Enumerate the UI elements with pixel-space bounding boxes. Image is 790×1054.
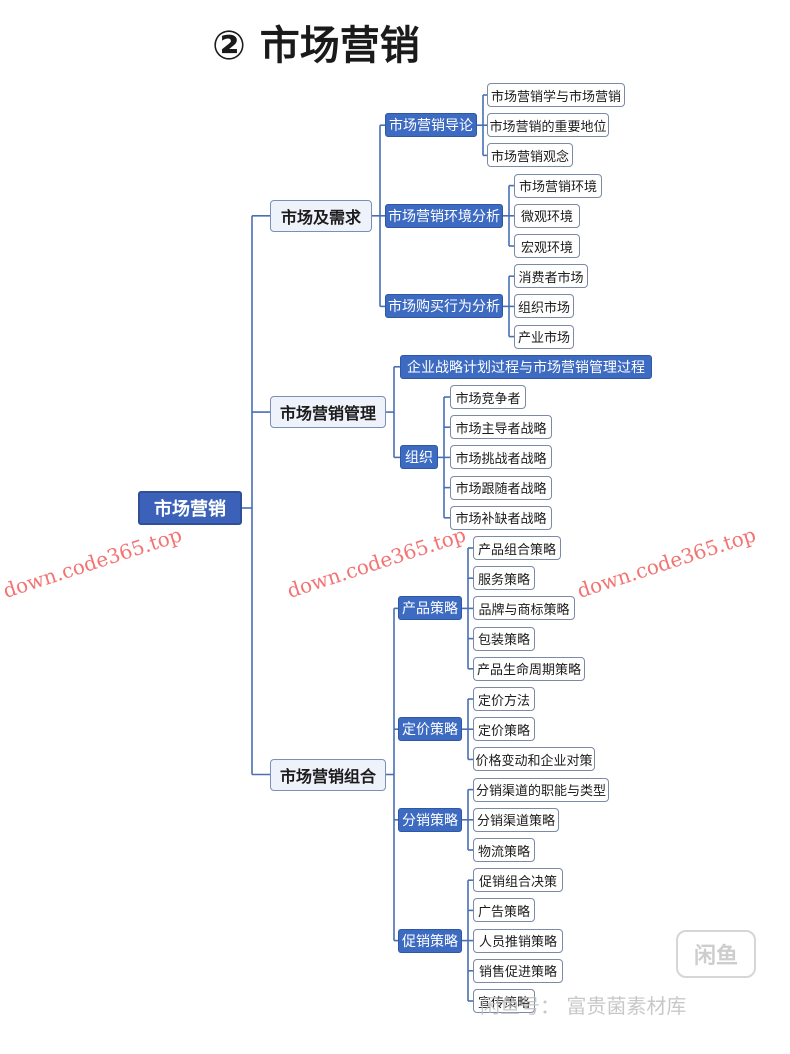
leaf-node: 市场营销的重要地位 [487, 113, 609, 138]
leaf-node: 市场主导者战略 [450, 415, 552, 440]
leaf-node: 微观环境 [514, 203, 580, 228]
leaf-node: 市场营销观念 [487, 143, 573, 168]
leaf-node: 销售促进策略 [473, 958, 563, 983]
leaf-node: 市场营销环境 [514, 173, 602, 198]
leaf-node: 品牌与商标策略 [473, 596, 575, 621]
root-node: 市场营销 [138, 491, 242, 525]
subtopic-node: 分销策略 [398, 807, 462, 832]
leaf-node: 人员推销策略 [473, 928, 563, 953]
leaf-node: 广告策略 [473, 898, 535, 923]
subtopic-node: 产品策略 [398, 596, 462, 621]
leaf-node: 消费者市场 [514, 264, 588, 289]
leaf-node: 服务策略 [473, 566, 535, 591]
leaf-node: 定价方法 [473, 687, 535, 711]
xianyu-logo-watermark: 闲鱼 [676, 930, 756, 978]
subtopic-node: 市场营销导论 [385, 113, 477, 138]
page-title: ② 市场营销 [212, 23, 420, 69]
leaf-node: 市场竞争者 [450, 385, 526, 409]
subtopic-node: 企业战略计划过程与市场营销管理过程 [400, 354, 652, 379]
subtopic-node: 市场购买行为分析 [385, 294, 503, 319]
leaf-node: 市场补缺者战略 [450, 505, 552, 530]
leaf-node: 市场跟随者战略 [450, 475, 552, 500]
leaf-node: 物流策略 [473, 838, 535, 862]
subtopic-node: 定价策略 [398, 717, 462, 742]
leaf-node: 产品生命周期策略 [473, 656, 585, 681]
leaf-node: 定价策略 [473, 717, 535, 742]
leaf-node: 市场挑战者战略 [450, 445, 552, 470]
leaf-node: 产品组合策略 [473, 536, 561, 560]
leaf-node: 分销渠道策略 [473, 807, 559, 832]
leaf-node: 促销组合决策 [473, 868, 563, 893]
branch-node: 市场及需求 [270, 199, 372, 232]
leaf-node: 包装策略 [473, 626, 535, 651]
leaf-node: 产业市场 [514, 324, 574, 349]
branch-node: 市场营销管理 [270, 396, 386, 429]
subtopic-node: 组织 [400, 445, 438, 470]
leaf-node: 价格变动和企业对策 [473, 747, 595, 772]
branch-node: 市场营销组合 [270, 758, 386, 791]
xianyu-caption-watermark: 闲鱼号： 富贵菌素材库 [480, 994, 687, 1018]
leaf-node: 宣传策略 [473, 989, 535, 1013]
leaf-node: 宏观环境 [514, 234, 580, 258]
subtopic-node: 促销策略 [398, 928, 462, 953]
subtopic-node: 市场营销环境分析 [385, 203, 503, 228]
leaf-node: 分销渠道的职能与类型 [473, 777, 609, 802]
leaf-node: 市场营销学与市场营销 [487, 83, 625, 107]
leaf-node: 组织市场 [514, 294, 574, 319]
